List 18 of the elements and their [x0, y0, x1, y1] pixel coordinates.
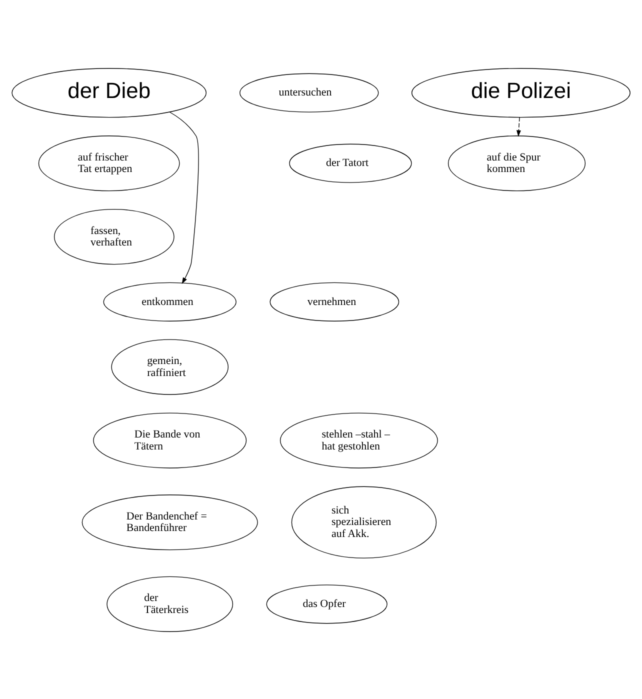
node-ellipse: fassen, verhaften — [54, 208, 174, 264]
node-ellipse: entkommen — [103, 282, 236, 321]
node-ellipse: stehlen –stahl – hat gestohlen — [280, 412, 438, 468]
arrow — [169, 111, 199, 284]
node-ellipse: der Dieb — [12, 68, 207, 118]
node-ellipse: Der Bandenchef = Bandenführer — [82, 494, 258, 550]
node-ellipse: der Tatort — [289, 143, 412, 182]
node-ellipse: auf frischer Tat ertappen — [38, 135, 180, 191]
node-ellipse: Die Bande von Tätern — [93, 412, 247, 468]
node-ellipse: das Opfer — [266, 584, 388, 624]
arrow — [516, 116, 521, 136]
node-ellipse: der Täterkreis — [106, 576, 234, 632]
node-ellipse: die Polizei — [412, 68, 630, 118]
node-ellipse: vernehmen — [270, 282, 400, 321]
node-ellipse: sich spezialisieren auf Akk. — [291, 486, 437, 558]
node-ellipse: auf die Spur kommen — [448, 135, 586, 191]
node-ellipse: untersuchen — [240, 72, 379, 112]
node-ellipse: gemein, raffiniert — [111, 338, 229, 394]
